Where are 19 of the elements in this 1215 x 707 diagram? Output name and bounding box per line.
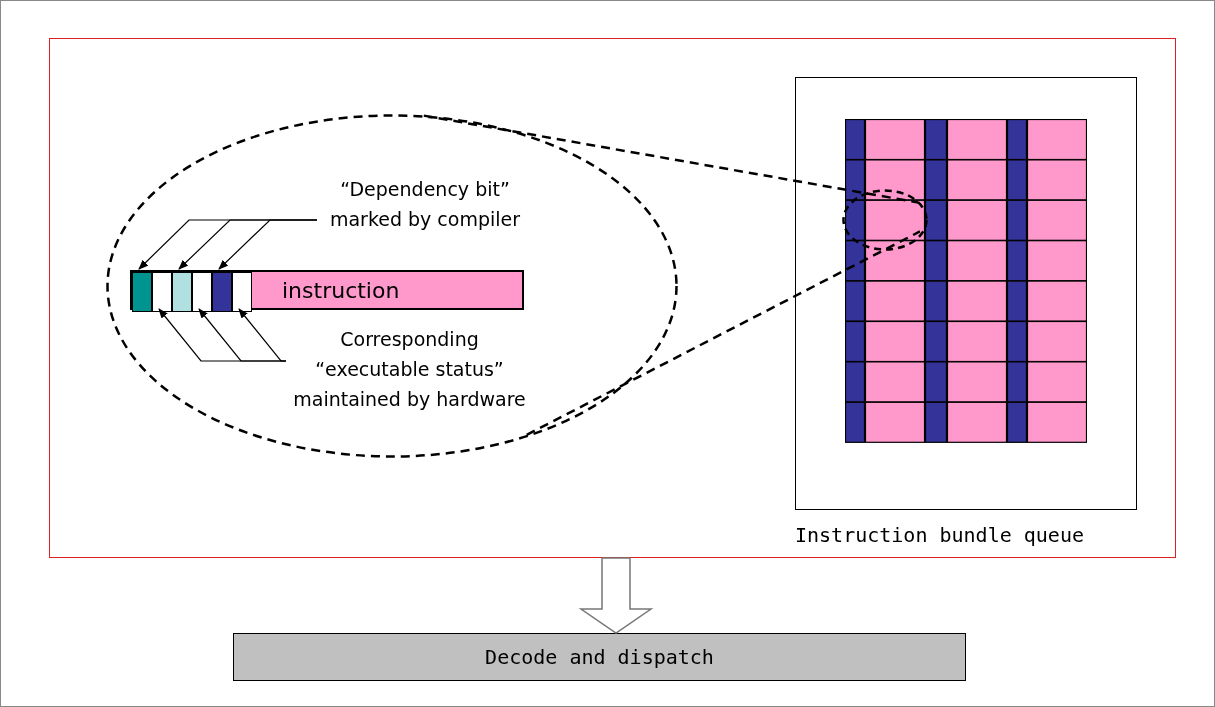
instruction-label: instruction [282, 277, 400, 305]
frame-box [49, 38, 1176, 558]
bit-cell [192, 272, 212, 312]
bit-cell [132, 272, 152, 312]
leader-arrow [218, 219, 318, 270]
annotation-text: “Dependency bit” marked by compiler [318, 174, 532, 236]
leader-arrow [238, 308, 287, 362]
instruction-bar [130, 270, 524, 310]
bit-cell [212, 272, 232, 312]
process-box: Decode and dispatch [233, 633, 966, 681]
highlight-ellipse [842, 189, 928, 251]
bit-cell [172, 272, 192, 312]
queue-caption: Instruction bundle queue [795, 522, 1084, 549]
callout-ellipse [106, 114, 678, 458]
bit-cell [152, 272, 172, 312]
block-arrow [578, 557, 654, 634]
annotation-text: Corresponding “executable status” maintained by hardware [287, 324, 532, 416]
zoom-line [526, 230, 921, 436]
bit-cell [232, 272, 252, 312]
